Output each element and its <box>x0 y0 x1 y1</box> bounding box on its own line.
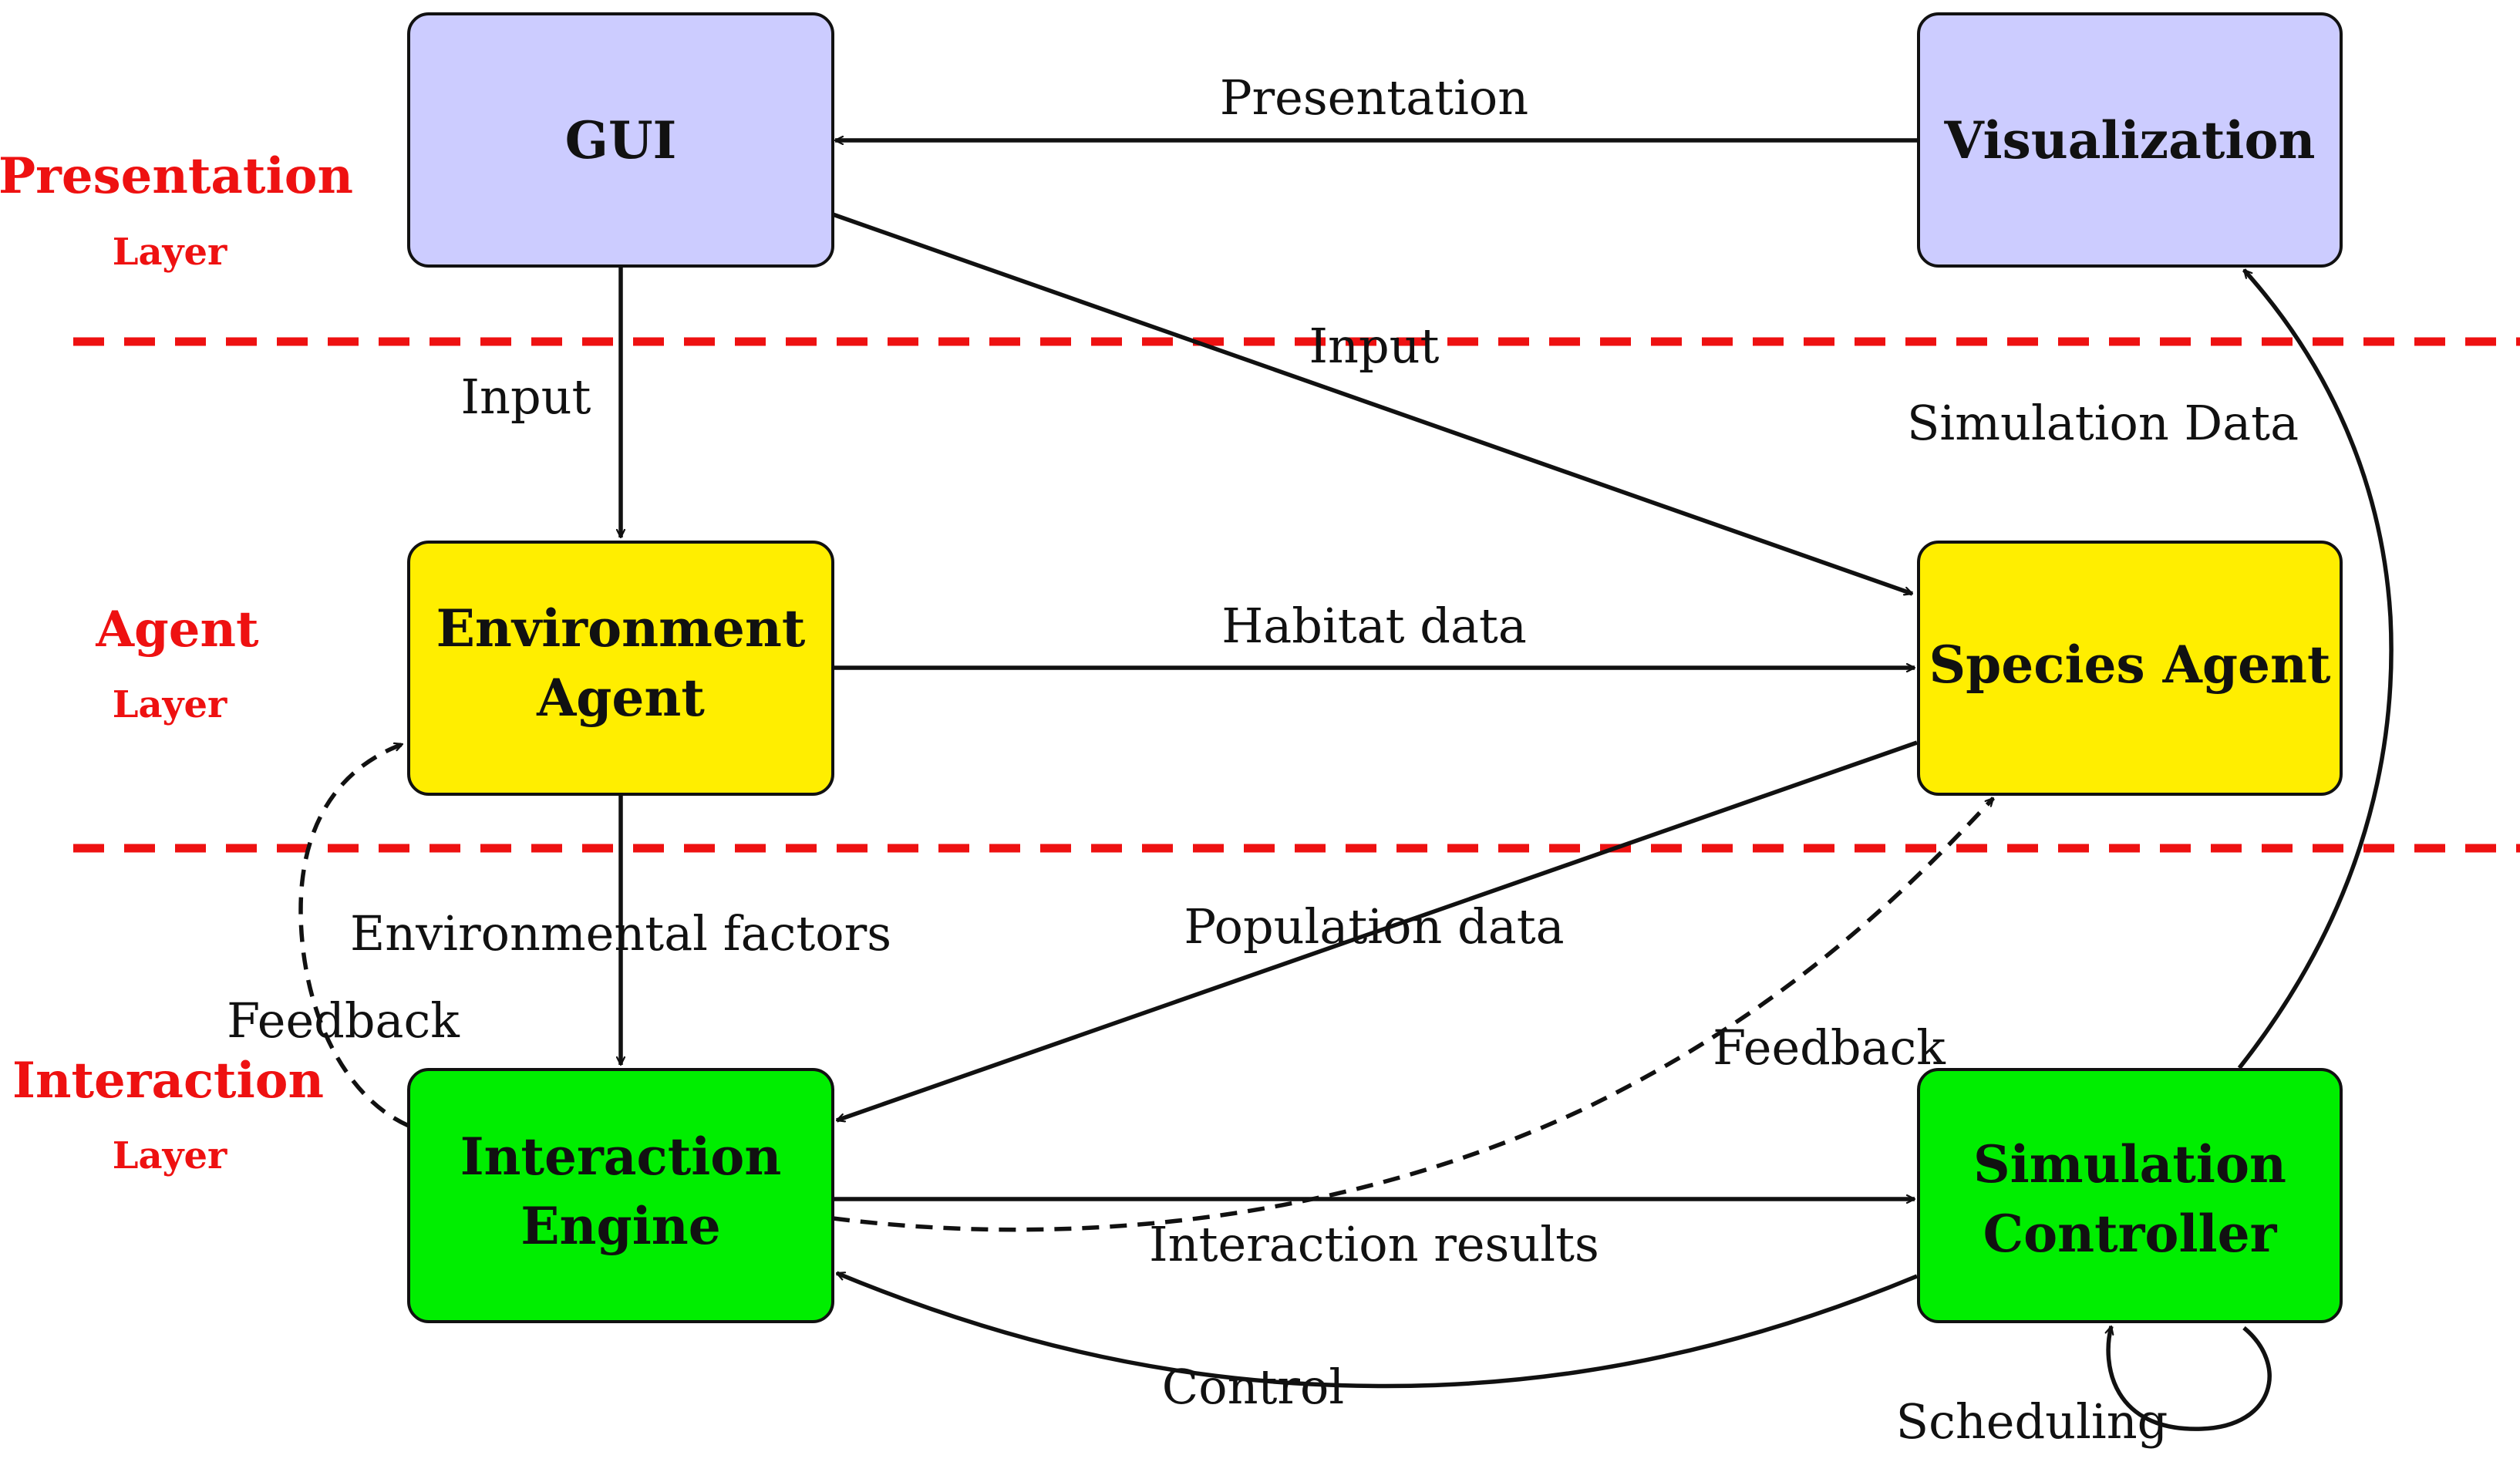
edge-scheduling <box>2108 1326 2272 1431</box>
edge-label-input-gui-species: Input <box>1309 318 1440 374</box>
edge-label-interaction-results: Interaction results <box>1149 1216 1599 1272</box>
edge-label-scheduling: Scheduling <box>1896 1393 2168 1450</box>
edge-label-presentation: Presentation <box>1220 69 1528 126</box>
layer-title: Presentation <box>0 147 353 205</box>
edge-feedback-env <box>298 742 410 1128</box>
layer-label-interaction: Interaction Layer <box>12 1052 324 1177</box>
node-label: GUI <box>565 110 677 170</box>
layer-title: Interaction <box>12 1052 324 1110</box>
layer-subtitle: Layer <box>113 1134 227 1177</box>
node-label-line-2: Controller <box>1983 1204 2278 1264</box>
edges <box>298 140 2394 1431</box>
node-label-line-1: Environment <box>436 598 806 659</box>
edge-feedback-species <box>832 797 1996 1232</box>
edge-label-feedback-env: Feedback <box>227 992 460 1049</box>
edge-label-simulation-data: Simulation Data <box>1907 395 2299 451</box>
edge-label-feedback-species: Feedback <box>1713 1019 1946 1076</box>
edge-label-population-data: Population data <box>1184 898 1564 955</box>
edge-label-habitat-data: Habitat data <box>1221 598 1527 654</box>
node-interaction-engine: Interaction Engine <box>407 1068 834 1323</box>
edge-labels: Presentation Input Input Habitat data En… <box>227 69 2299 1450</box>
node-species-agent: Species Agent <box>1917 541 2343 796</box>
edge-control <box>837 1271 1919 1389</box>
edge-population-data <box>837 740 1918 1123</box>
node-gui: GUI <box>407 12 834 268</box>
edge-label-control: Control <box>1162 1359 1344 1415</box>
node-label: Visualization <box>1944 110 2316 170</box>
edge-label-input-gui-env: Input <box>461 369 591 425</box>
layer-label-agent: Agent Layer <box>95 601 259 726</box>
node-label-line-1: Simulation <box>1973 1134 2286 1194</box>
layer-subtitle: Layer <box>113 683 227 726</box>
layer-label-presentation: Presentation Layer <box>0 147 353 274</box>
node-label-line-2: Agent <box>536 668 705 728</box>
edge-simulation-data <box>2237 268 2394 1070</box>
node-visualization: Visualization <box>1917 12 2343 268</box>
edge-label-environmental-factors: Environmental factors <box>350 905 891 962</box>
node-environment-agent: Environment Agent <box>407 541 834 796</box>
node-label-line-1: Interaction <box>460 1127 782 1187</box>
node-label: Species Agent <box>1929 635 2331 695</box>
layer-subtitle: Layer <box>113 231 227 274</box>
node-label-line-2: Engine <box>521 1196 721 1256</box>
edge-input-gui-species <box>832 212 1912 596</box>
node-simulation-controller: Simulation Controller <box>1917 1068 2343 1323</box>
layer-title: Agent <box>95 601 259 659</box>
